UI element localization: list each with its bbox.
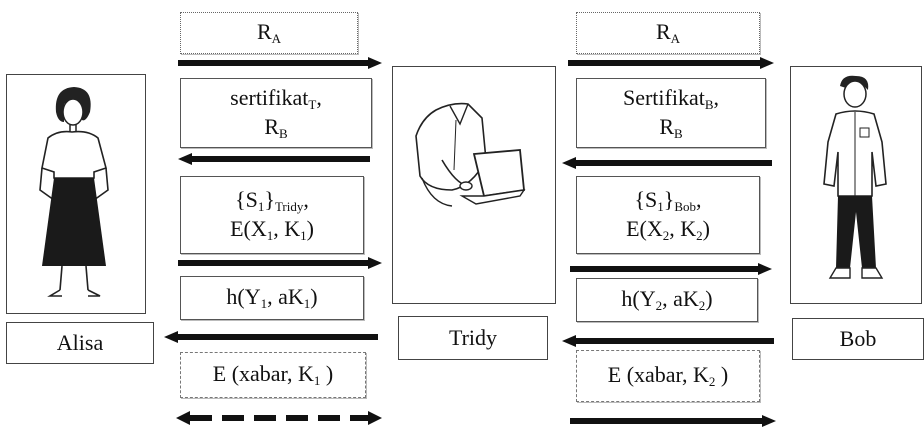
message-line: SertifikatB, [622,84,720,112]
arrow-left-1 [178,57,382,69]
subscript: 1 [260,296,268,312]
subscript: 1 [257,198,265,214]
message-line: E(X1, K1) [230,216,314,243]
message-line: {S1}Tridy, [235,186,309,214]
bob-man-icon [823,75,887,279]
subscript: B [279,126,288,141]
arrow-right-2 [562,157,772,169]
arrow-right-4 [562,335,774,347]
tridy-laptop-user-icon [415,102,526,207]
message-line: RB [264,114,288,141]
msg-left-certificate: sertifikatT,RB [180,78,372,148]
msg-left-encrypted-message: E (xabar, K1 ) [180,352,366,398]
msg-right-signature: {S1}Bob,E(X2, K2) [576,176,760,254]
message-line: {S1}Bob, [634,186,702,214]
subscript: 2 [696,228,703,243]
alice-name-label: Alisa [6,322,154,364]
msg-right-encrypted-message: E (xabar, K2 ) [576,350,760,402]
subscript: 2 [655,298,663,314]
subscript: A [670,31,681,47]
message-line: RA [655,19,681,47]
subscript: 1 [657,198,664,214]
subscript: 1 [313,373,321,389]
arrow-left-2 [178,153,370,165]
arrow-right-1 [568,57,774,69]
subscript: 2 [662,228,670,243]
subscript: A [271,31,282,47]
message-line: E (xabar, K2 ) [607,362,729,390]
msg-left-hash: h(Y1, aK1) [180,276,364,320]
alice-woman-icon [39,87,109,297]
message-line: RB [659,114,683,141]
subscript: 2 [698,298,706,314]
arrow-right-5 [570,415,776,427]
subscript: B [674,126,683,141]
arrow-left-4 [164,331,378,343]
subscript: Bob [674,198,697,214]
tridy-name-label: Tridy [398,316,548,360]
tridy-portrait-frame [392,66,556,304]
message-line: h(Y2, aK2) [621,286,713,314]
arrow-left-5-bidirectional [176,411,382,425]
message-line: E (xabar, K1 ) [212,361,334,389]
bob-name-label: Bob [792,318,924,360]
subscript: Tridy [274,198,304,214]
message-line: E(X2, K2) [626,216,710,243]
msg-left-ra: RA [180,12,358,54]
subscript: 2 [708,374,716,390]
message-line: RA [256,19,282,47]
msg-right-ra: RA [576,12,760,54]
subscript: T [308,96,317,112]
subscript: B [704,96,714,112]
message-line: h(Y1, aK1) [226,284,318,312]
message-line: sertifikatT, [230,84,322,112]
msg-left-signature: {S1}Tridy,E(X1, K1) [180,176,364,254]
arrow-left-3 [178,257,382,269]
subscript: 1 [266,228,274,243]
msg-right-hash: h(Y2, aK2) [576,278,758,322]
subscript: 1 [303,296,311,312]
msg-right-certificate: SertifikatB,RB [576,78,766,148]
arrow-right-3 [570,263,772,275]
subscript: 1 [300,228,307,243]
